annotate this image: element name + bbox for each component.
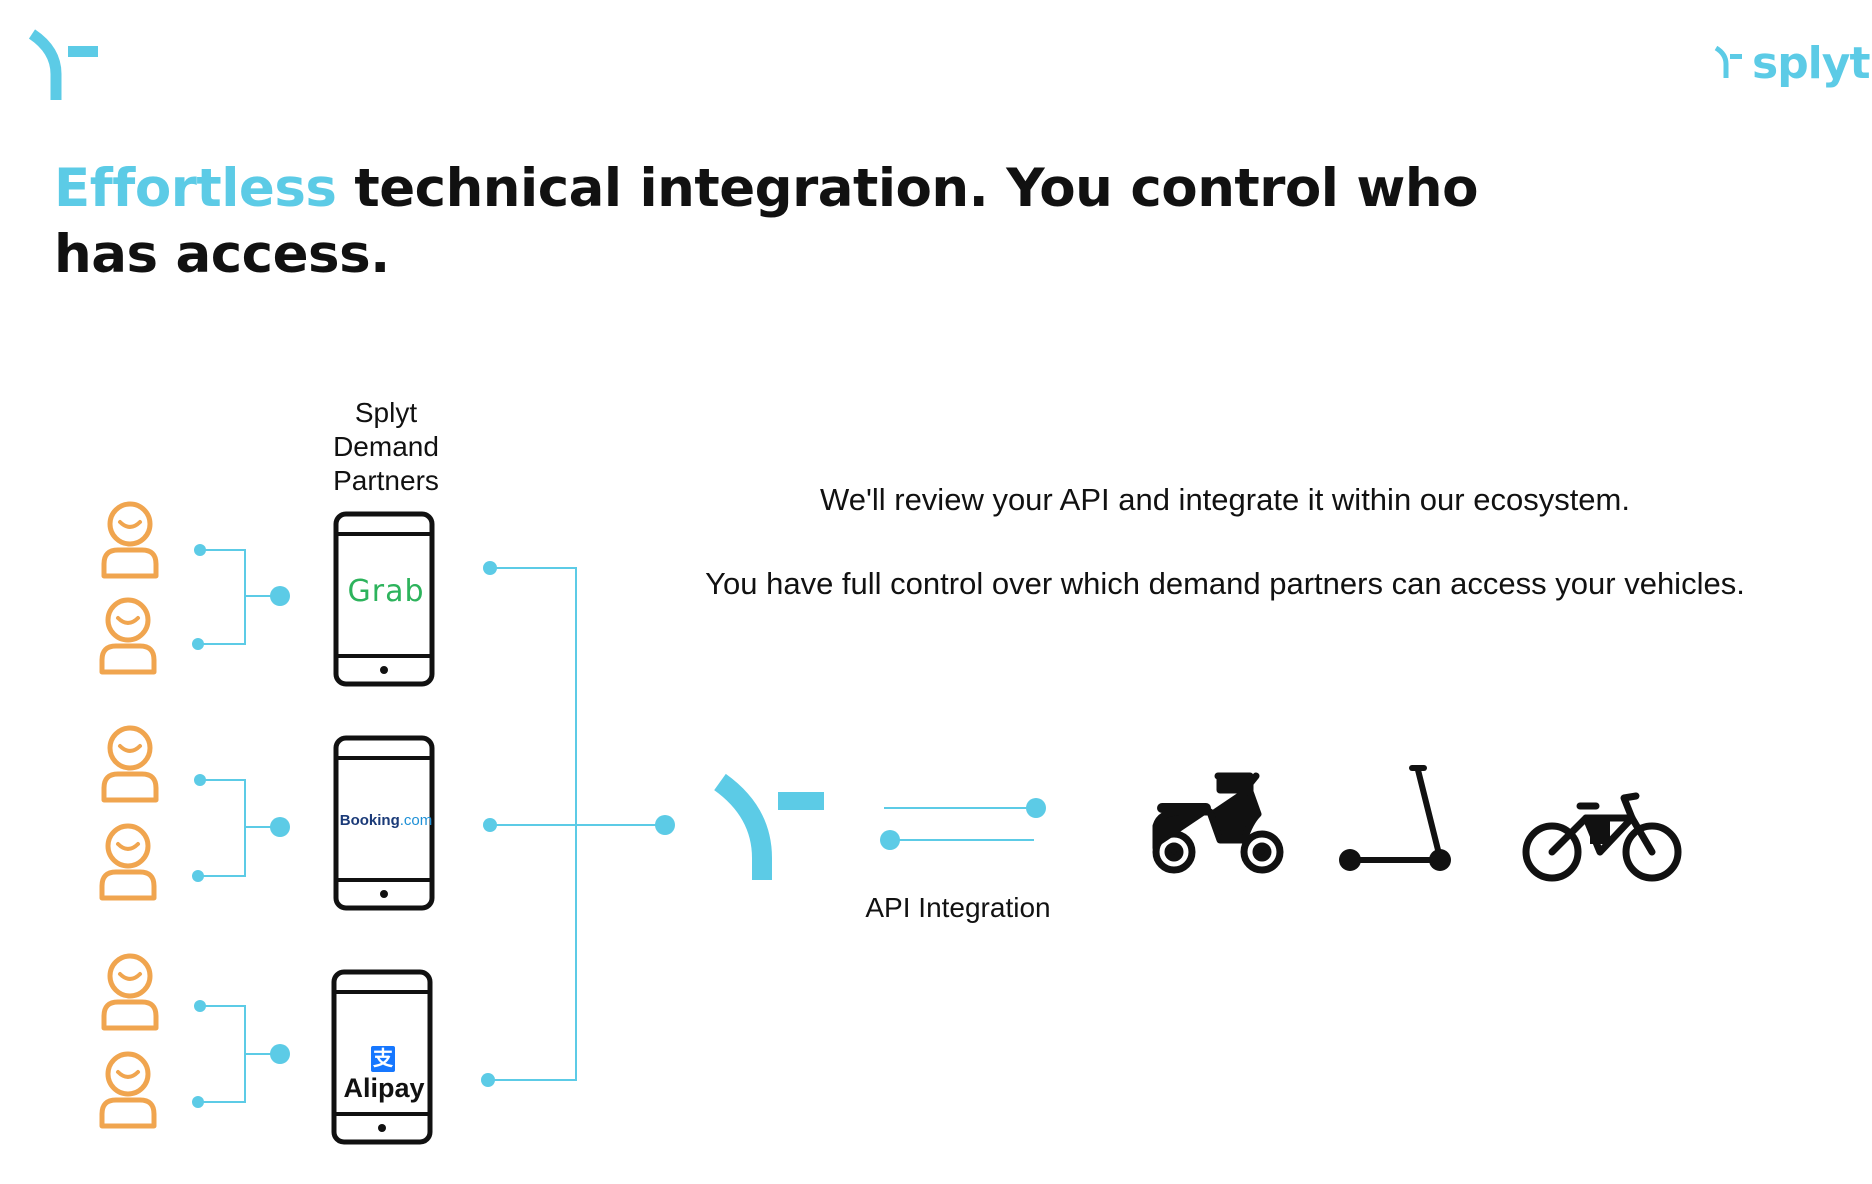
user-icon [102,1054,154,1126]
partners-heading: Splyt Demand Partners [333,397,439,496]
user-icon [104,956,156,1028]
user-icon [102,600,154,672]
description-line-1: We'll review your API and integrate it w… [820,482,1630,517]
ebike-icon [1522,792,1682,882]
splyt-wordmark-text: splyt [1752,38,1870,89]
user-icon [104,728,156,800]
title-rest: technical integration. You control who h… [54,158,1479,285]
splyt-wordmark-mark-icon [1714,46,1742,78]
title-accent-word: Effortless [54,158,337,219]
alipay-logo-text: Alipay [343,1073,425,1103]
splyt-logo-mark-icon [28,29,98,100]
kick-scooter-icon [1339,765,1451,871]
description: We'll review your API and integrate it w… [700,480,1750,604]
booking-logo-suffix: .com [399,812,433,829]
api-integration-lines [880,798,1046,850]
user-icon [102,826,154,898]
alipay-logo: 支Alipay [332,1042,436,1104]
description-line-2: You have full control over which demand … [705,566,1745,601]
booking-logo: Booking.com [336,812,436,829]
page-title: Effortless technical integration. You co… [54,156,1534,288]
alipay-mark-icon: 支 [371,1045,395,1072]
api-integration-label: API Integration [865,892,1051,923]
user-icon [104,504,156,576]
partner-connectors [481,561,675,1087]
user-connectors [192,544,290,1108]
grab-logo: Grab [347,574,425,609]
splyt-hub-icon [713,773,824,880]
booking-logo-main: Booking [339,812,400,829]
scooter-moped-icon [1152,772,1284,874]
